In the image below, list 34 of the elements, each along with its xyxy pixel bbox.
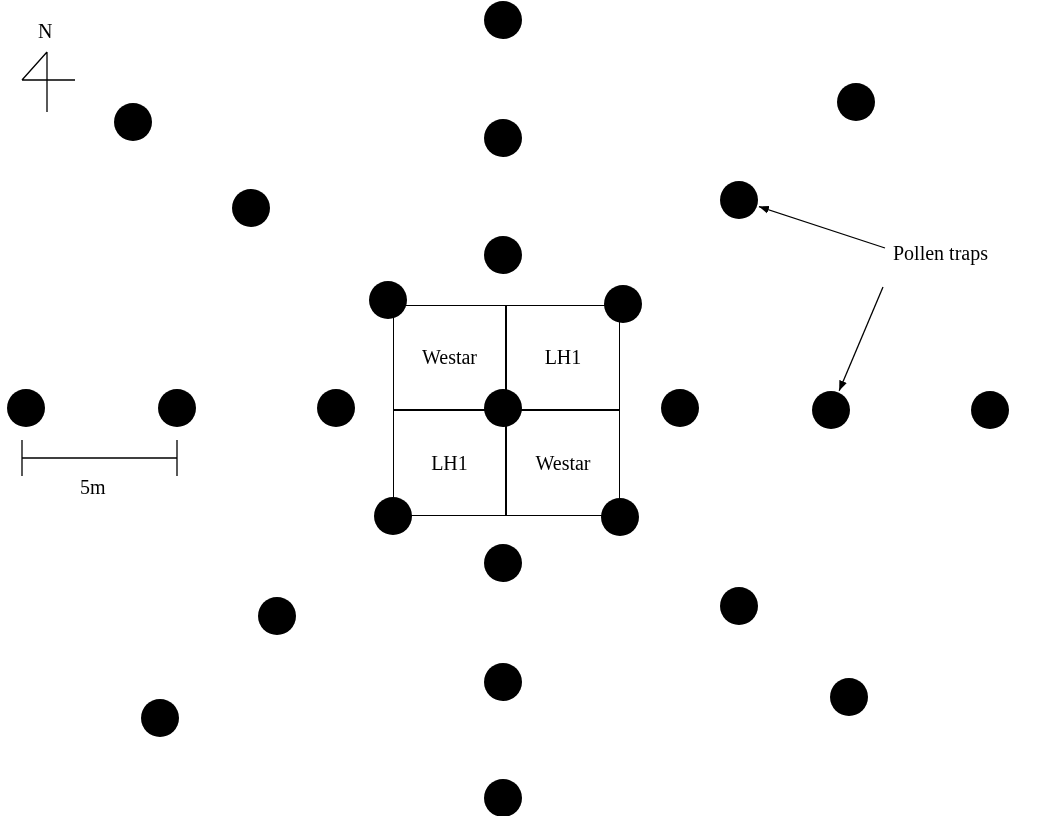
pollen-trap-dot — [114, 103, 152, 141]
cultivar-label: Westar — [422, 346, 477, 369]
cultivar-label: Westar — [535, 451, 591, 475]
pollen-trap-dot — [258, 597, 296, 635]
pollen-trap-dot — [484, 779, 522, 816]
pollen-trap-dot — [484, 544, 522, 582]
pollen-trap-dot — [604, 285, 642, 323]
pollen-trap-dot — [317, 389, 355, 427]
pollen-trap-dot — [484, 663, 522, 701]
pollen-trap-dot — [837, 83, 875, 121]
pollen-trap-dot — [484, 236, 522, 274]
pollen-trap-dot — [484, 1, 522, 39]
pollen-trap-dot — [369, 281, 407, 319]
pollen-trap-dot — [720, 181, 758, 219]
compass-letter: N — [38, 20, 53, 43]
pollen-trap-dot — [971, 391, 1009, 429]
pollen-trap-dot — [484, 389, 522, 427]
scale-label: 5m — [80, 476, 106, 499]
cultivar-label: LH1 — [544, 346, 582, 369]
pollen-trap-dot — [601, 498, 639, 536]
pollen-trap-dot — [158, 389, 196, 427]
cultivar-label: LH1 — [431, 451, 468, 475]
pollen-trap-dot — [374, 497, 412, 535]
leader-line — [838, 286, 884, 392]
pollen-trap-dot — [661, 389, 699, 427]
pollen-trap-dot — [141, 699, 179, 737]
pollen-trap-dot — [812, 391, 850, 429]
pollen-trap-dot — [484, 119, 522, 157]
pollen-trap-dot — [232, 189, 270, 227]
pollen-trap-dot — [720, 587, 758, 625]
pollen-trap-dot — [830, 678, 868, 716]
leader-line — [758, 205, 886, 249]
pollen-trap-dot — [7, 389, 45, 427]
callout-text: Pollen traps — [893, 242, 988, 265]
